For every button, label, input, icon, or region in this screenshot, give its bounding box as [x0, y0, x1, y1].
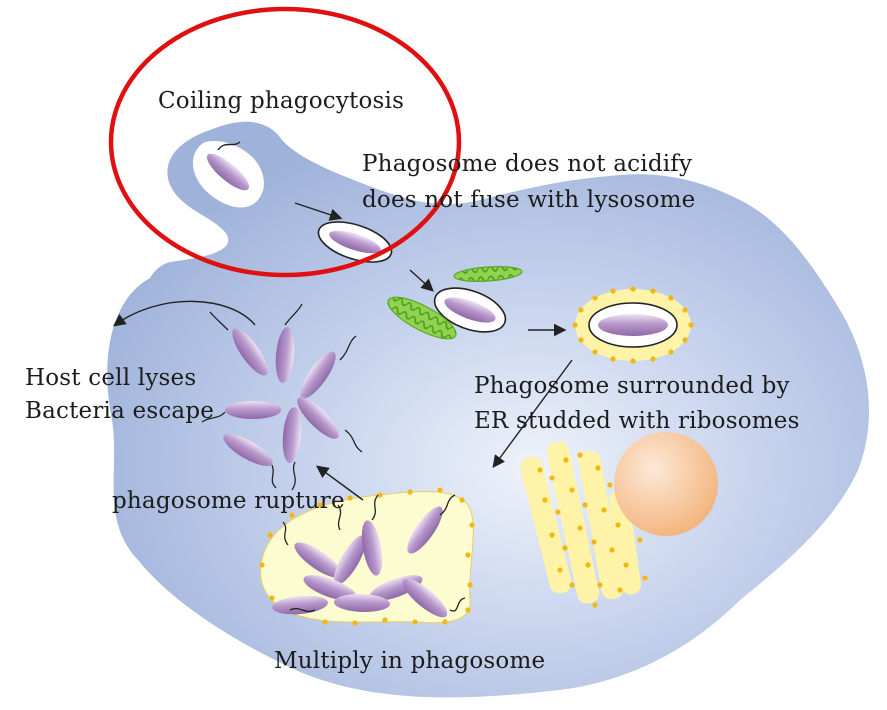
coiling-phagocytosis-label: Coiling phagocytosis: [158, 90, 404, 113]
rupture-label: phagosome rupture: [112, 490, 345, 513]
multiply-label: Multiply in phagosome: [274, 650, 545, 673]
no-acidify-label-line1: Phagosome does not acidify: [362, 153, 692, 176]
host-lyses-label-line2: Bacteria escape: [25, 400, 214, 423]
er-label-line1: Phagosome surrounded by: [474, 375, 790, 398]
nucleus: [614, 432, 718, 536]
host-lyses-label-line1: Host cell lyses: [25, 367, 196, 390]
no-acidify-label-line2: does not fuse with lysosome: [362, 189, 695, 212]
er-label-line2: ER studded with ribosomes: [474, 410, 800, 433]
